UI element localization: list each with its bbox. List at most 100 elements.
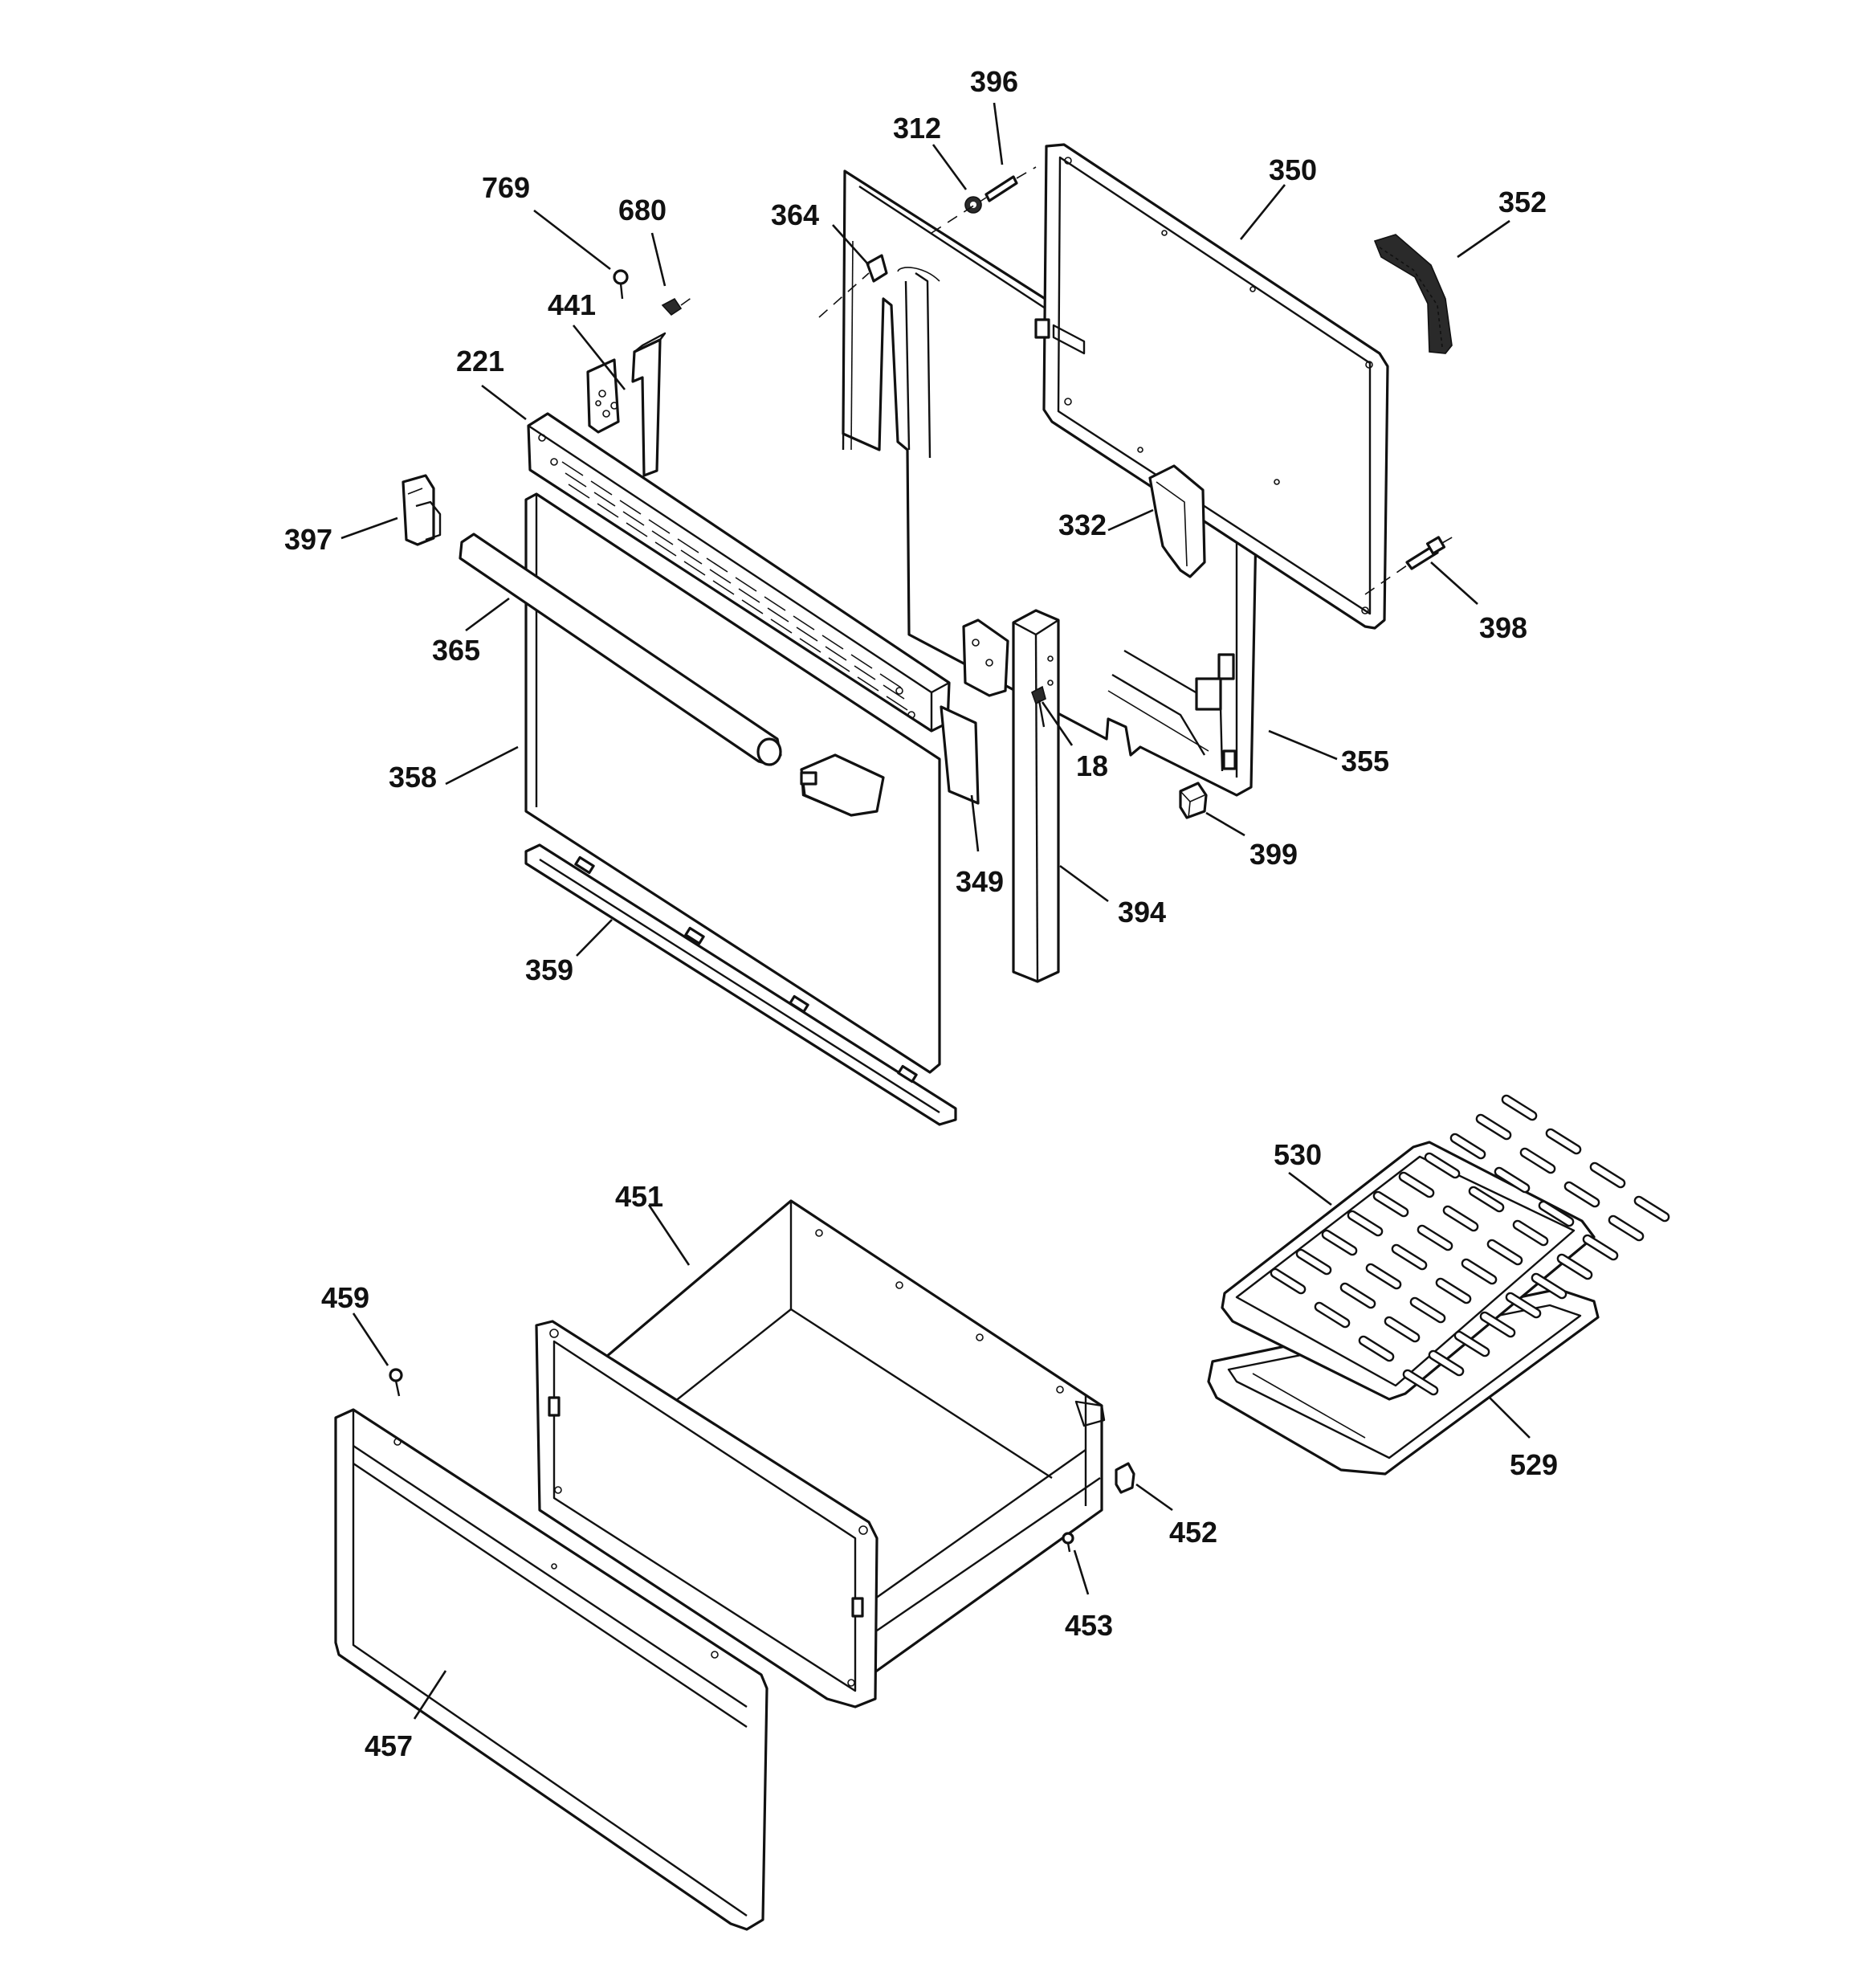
grid-slot bbox=[1453, 1330, 1490, 1357]
callout-349[interactable]: 349 bbox=[956, 865, 1004, 898]
grid-slot bbox=[1461, 1258, 1498, 1285]
callout-529[interactable]: 529 bbox=[1510, 1448, 1558, 1481]
vent-slot bbox=[767, 607, 789, 623]
grid-slot bbox=[1468, 1186, 1505, 1213]
vent-slot bbox=[648, 519, 671, 534]
hinge-bracket-441 bbox=[586, 332, 667, 477]
grid-slot bbox=[1424, 1152, 1461, 1179]
grid-slot bbox=[1538, 1200, 1575, 1227]
door-frame-355 bbox=[842, 169, 1259, 797]
grid-slot bbox=[1633, 1195, 1670, 1223]
callout-457[interactable]: 457 bbox=[365, 1729, 413, 1762]
vent-slot bbox=[677, 538, 699, 553]
callout-680[interactable]: 680 bbox=[618, 194, 667, 227]
grid-slot bbox=[1545, 1128, 1582, 1155]
callout-398[interactable]: 398 bbox=[1479, 611, 1527, 644]
callout-18[interactable]: 18 bbox=[1076, 749, 1108, 782]
grid-slot bbox=[1365, 1263, 1402, 1290]
callout-364[interactable]: 364 bbox=[771, 198, 819, 231]
leader-lines bbox=[340, 102, 1531, 1720]
bottom-trim-359 bbox=[524, 843, 957, 1126]
grid-slot bbox=[1505, 1292, 1542, 1319]
grid-slot bbox=[1582, 1234, 1619, 1261]
grid-slot bbox=[1531, 1272, 1567, 1300]
grid-slot bbox=[1384, 1316, 1421, 1343]
grid-slot bbox=[1512, 1219, 1549, 1247]
grid-slot bbox=[1417, 1224, 1453, 1251]
callout-451[interactable]: 451 bbox=[615, 1180, 663, 1213]
vent-slot bbox=[597, 503, 619, 518]
grid-slot bbox=[1347, 1210, 1384, 1237]
callout-459[interactable]: 459 bbox=[321, 1281, 369, 1314]
glide-453 bbox=[1062, 1532, 1074, 1553]
vent-slot bbox=[683, 561, 706, 576]
callout-530[interactable]: 530 bbox=[1274, 1138, 1322, 1171]
callout-358[interactable]: 358 bbox=[389, 761, 437, 794]
grid-slot bbox=[1589, 1161, 1626, 1189]
grid-slot bbox=[1270, 1268, 1307, 1295]
drawer-front-panel bbox=[535, 1320, 879, 1708]
grid-slot bbox=[1556, 1253, 1593, 1280]
vent-slot bbox=[857, 676, 879, 692]
vent-slot bbox=[709, 569, 732, 584]
fastener-680 bbox=[661, 296, 693, 316]
callout-453[interactable]: 453 bbox=[1065, 1609, 1113, 1642]
callout-359[interactable]: 359 bbox=[525, 953, 573, 986]
grid-slot bbox=[1428, 1349, 1465, 1377]
grid-slot bbox=[1486, 1239, 1523, 1266]
callout-394[interactable]: 394 bbox=[1118, 896, 1166, 929]
vent-slot bbox=[654, 541, 677, 557]
callout-221[interactable]: 221 bbox=[456, 345, 504, 378]
grid-slot bbox=[1475, 1113, 1512, 1141]
drawer-face-457 bbox=[334, 1408, 768, 1931]
vent-slot bbox=[622, 511, 645, 526]
vent-slot bbox=[626, 522, 648, 537]
callout-441[interactable]: 441 bbox=[548, 288, 596, 321]
vent-slot bbox=[879, 673, 902, 688]
grid-slot bbox=[1314, 1301, 1351, 1329]
insulation-332 bbox=[1148, 464, 1206, 578]
callout-355[interactable]: 355 bbox=[1341, 745, 1389, 778]
grid-slot bbox=[1449, 1133, 1486, 1160]
vent-slot bbox=[850, 654, 873, 669]
clip-364 bbox=[818, 254, 888, 318]
side-rail-394 bbox=[1012, 609, 1060, 983]
grid-slot bbox=[1442, 1205, 1479, 1232]
broiler-grid-530 bbox=[1221, 1094, 1670, 1401]
callout-397[interactable]: 397 bbox=[284, 523, 332, 556]
plate-349 bbox=[940, 705, 980, 805]
callout-769[interactable]: 769 bbox=[482, 171, 530, 204]
vent-slot bbox=[799, 638, 821, 653]
vent-slot bbox=[619, 500, 642, 515]
gasket-352 bbox=[1373, 234, 1453, 354]
grid-slot bbox=[1391, 1243, 1428, 1271]
vent-slot bbox=[568, 484, 590, 499]
grid-slot bbox=[1358, 1335, 1395, 1362]
screw-769 bbox=[613, 269, 629, 300]
callout-399[interactable]: 399 bbox=[1249, 838, 1298, 871]
callout-312[interactable]: 312 bbox=[893, 112, 941, 145]
callout-352[interactable]: 352 bbox=[1498, 186, 1547, 218]
grid-slot bbox=[1295, 1248, 1332, 1276]
vent-slot bbox=[793, 615, 815, 631]
end-cap-397 bbox=[402, 474, 442, 546]
hinge-plate bbox=[962, 618, 1009, 697]
grid-slot bbox=[1519, 1147, 1556, 1174]
grid-slot bbox=[1435, 1277, 1472, 1304]
screw-398 bbox=[1364, 536, 1454, 595]
vent-slot bbox=[770, 618, 793, 634]
callout-365[interactable]: 365 bbox=[432, 634, 480, 667]
callout-396[interactable]: 396 bbox=[970, 65, 1018, 98]
screw-18 bbox=[1031, 685, 1046, 728]
handle-end-cap bbox=[800, 753, 885, 817]
vent-slot bbox=[712, 580, 735, 595]
vent-slot bbox=[561, 461, 584, 476]
vent-slot bbox=[886, 696, 908, 711]
callout-332[interactable]: 332 bbox=[1058, 508, 1107, 541]
callout-452[interactable]: 452 bbox=[1169, 1516, 1217, 1549]
vent-slot bbox=[796, 627, 818, 642]
vent-slot bbox=[735, 577, 757, 592]
callout-350[interactable]: 350 bbox=[1269, 153, 1317, 186]
vent-slot bbox=[764, 596, 786, 611]
